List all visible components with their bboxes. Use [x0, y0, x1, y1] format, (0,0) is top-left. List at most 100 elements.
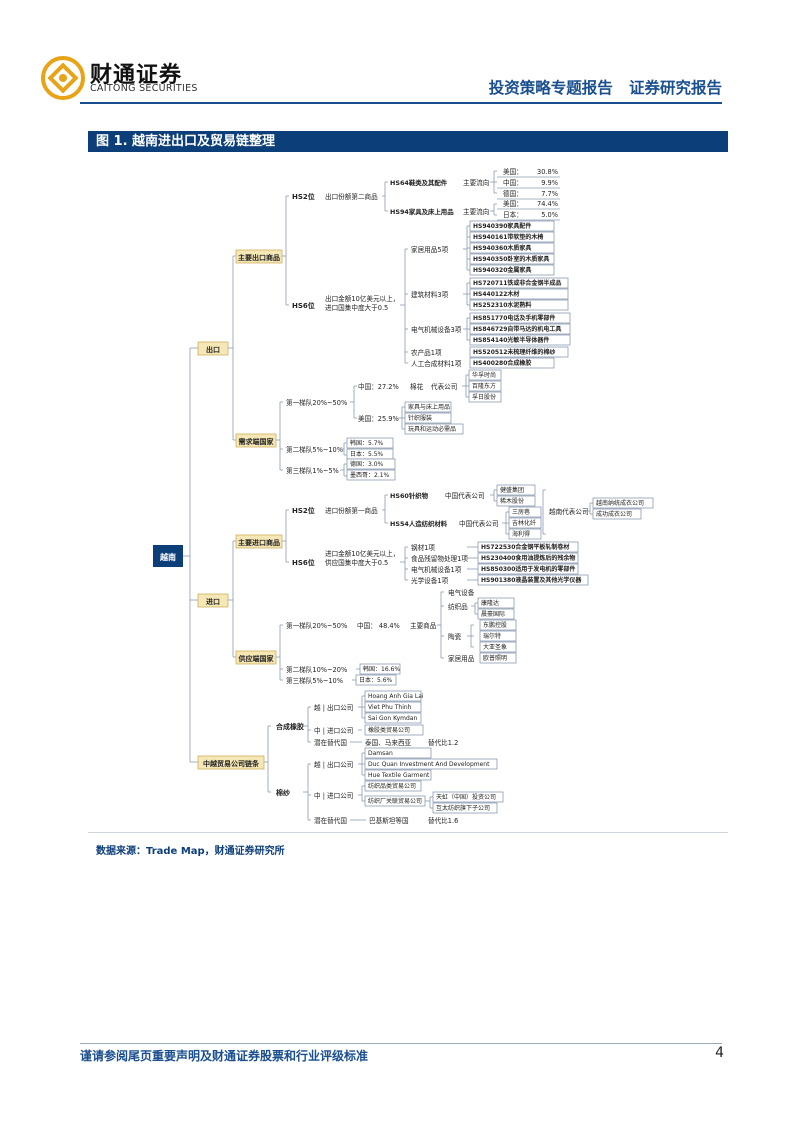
- import-hs6-category: 光学设备1项: [411, 576, 449, 585]
- export-item-furniture: HS940360木质家具: [473, 244, 531, 252]
- node-main-import-box: [235, 534, 283, 549]
- import-hs6-category: 电气机械设备1项: [411, 565, 462, 574]
- import-china-share: 中国： 48.4%: [357, 621, 400, 630]
- hs94-dest-share: 74.4%: [537, 200, 558, 208]
- import-hs6-desc-1: 进口金额10亿美元以上，: [325, 549, 399, 558]
- hs54-company-box: [508, 506, 542, 518]
- import-hs6-label: HS6位: [292, 558, 315, 567]
- export-item-furniture-box: [469, 242, 555, 254]
- disclaimer-note[interactable]: 谨请参阅尾页重要声明及财通证券股票和行业评级标准: [80, 1049, 369, 1063]
- export-item-mech-box: [469, 312, 571, 324]
- goods-textile: 纺织品: [448, 602, 468, 611]
- rubber-cn-label: 中 | 进口公司: [314, 726, 353, 735]
- cotton-company-box: [468, 391, 502, 403]
- import-hs6-item: HS230400食用油提炼后的残余物: [481, 554, 575, 562]
- cotton-company-box: [468, 369, 502, 381]
- cotton-label: 棉花: [410, 382, 424, 391]
- yarn-sub-value: 巴基斯坦等国: [369, 816, 409, 825]
- chain-yarn: 棉纱: [276, 788, 290, 797]
- hs6-label: HS6位: [292, 301, 315, 310]
- yarn-cn-subsidiary: 互太纺织旗下子公司: [436, 804, 490, 812]
- hs64-dest-share: 30.8%: [537, 168, 558, 176]
- hs60-cn-rep: 中国代表公司: [445, 491, 485, 500]
- import-hs6-item-box: [477, 574, 589, 586]
- textile-company: 康隆达: [481, 599, 499, 607]
- company-logo: 财通证券 CAITONG SECURITIES: [40, 55, 220, 101]
- rubber-vn-company-box: [364, 701, 422, 713]
- rubber-vn-label: 越 | 出口公司: [314, 703, 353, 712]
- export-china-share: 中国：27.2%: [358, 382, 399, 391]
- cotton-company: 孚日股份: [472, 393, 496, 401]
- hs54-company-box: [508, 528, 542, 540]
- import-tier2: 第二梯队10%~20%: [286, 665, 347, 674]
- rubber-cn-company-box: [364, 724, 424, 736]
- yarn-vn-company: Duc Quan Investment And Development: [368, 761, 490, 768]
- yarn-vn-company: Damsan: [368, 750, 393, 757]
- import-hs6-item-box: [477, 552, 579, 564]
- hs54-label: HS54人造纺织材料: [390, 519, 448, 528]
- yarn-cn-subsidiary-box: [432, 791, 504, 803]
- yarn-vn-company-box: [364, 769, 432, 781]
- import-hs6-item: HS850300适用于发电机的零部件: [481, 565, 575, 573]
- vn-company: 越南纳统成衣公司: [596, 499, 644, 507]
- hs2-label: HS2位: [292, 192, 315, 201]
- cat-furniture: 家居用品5项: [411, 245, 449, 254]
- export-item-building-box: [469, 277, 569, 289]
- cat-building: 建筑材料3项: [411, 290, 449, 299]
- yarn-cn-company-1-box: [364, 780, 422, 792]
- hs54-company: 海利得: [512, 530, 530, 538]
- export-item-furniture: HS940390家具配件: [473, 222, 531, 230]
- textile-company-box: [477, 608, 515, 620]
- export-item-rubber: HS400280合成橡胶: [473, 359, 531, 367]
- textile-company: 晨豪国际: [481, 610, 505, 618]
- export-item-building: HS252310水泥熟料: [473, 301, 531, 309]
- goods-ceramics: 陶瓷: [448, 632, 462, 641]
- node-main-export-box: [235, 249, 283, 264]
- export-item-building: HS440122木材: [473, 290, 519, 298]
- hs6-desc-1: 出口金额10亿美元以上，: [325, 294, 399, 303]
- node-supply-box: [235, 650, 277, 665]
- cat-rubber: 人工合成材料1项: [411, 359, 462, 368]
- export-tier3-country-box: [346, 458, 396, 470]
- import-hs6-category: 食品残留物处理1项: [411, 554, 468, 563]
- node-supply: 供应端国家: [238, 654, 275, 663]
- import-japan: 日本：5.6%: [359, 676, 393, 684]
- export-item-furniture: HS940320金属家具: [473, 266, 531, 274]
- us-import-item: 玩具和运动必需品: [408, 425, 456, 433]
- hs94-flow: 主要流向: [463, 207, 489, 216]
- export-item-building-box: [469, 288, 569, 300]
- cotton-rep-label: 代表公司: [431, 382, 457, 391]
- export-item-furniture: HS940161带软垫的木椅: [473, 233, 543, 241]
- import-japan-box: [355, 674, 397, 686]
- yarn-cn-label: 中 | 进口公司: [314, 791, 353, 800]
- export-tier2: 第二梯队5%~10%: [286, 445, 343, 454]
- home-company: 欧普照明: [483, 654, 507, 662]
- export-item-mech-box: [469, 334, 571, 346]
- hs54-cn-rep: 中国代表公司: [459, 519, 499, 528]
- cotton-company-box: [468, 380, 502, 392]
- import-hs6-desc-2: 供应国集中度大于0.5: [325, 558, 388, 567]
- figure-title: 图 1. 越南进出口及贸易链整理: [88, 131, 728, 152]
- yarn-vn-company-box: [364, 758, 498, 770]
- rubber-cn-company: 橡胶类贸易公司: [368, 726, 410, 734]
- us-import-item-box: [404, 401, 452, 413]
- figure-source: 数据来源：Trade Map，财通证券研究所: [96, 846, 285, 857]
- node-main-export: 主要出口商品: [238, 253, 280, 262]
- export-item-mech-box: [469, 323, 571, 335]
- us-import-item: 针织服装: [408, 414, 432, 422]
- rubber-ratio: 替代比1.2: [428, 738, 458, 747]
- import-korea: 韩国：16.6%: [363, 665, 400, 673]
- hs64-dest-share: 7.7%: [541, 190, 558, 198]
- import-tier3: 第三梯队5%~10%: [286, 676, 343, 685]
- hs54-company: 三房巷: [512, 508, 530, 516]
- export-item-mech: HS851770电话及手机零部件: [473, 314, 555, 322]
- node-demand: 需求端国家: [239, 437, 275, 446]
- yarn-vn-company-box: [364, 747, 432, 759]
- ceramics-company-box: [479, 619, 517, 631]
- import-hs6-item: HS901380液晶装置及其他光学仪器: [481, 576, 582, 584]
- export-us-share: 美国：25.9%: [358, 414, 399, 423]
- yarn-cn-company-1: 纺织品类贸易公司: [368, 782, 416, 790]
- us-import-item-box: [404, 412, 452, 424]
- hs94-dest-country: 美国：: [503, 199, 523, 208]
